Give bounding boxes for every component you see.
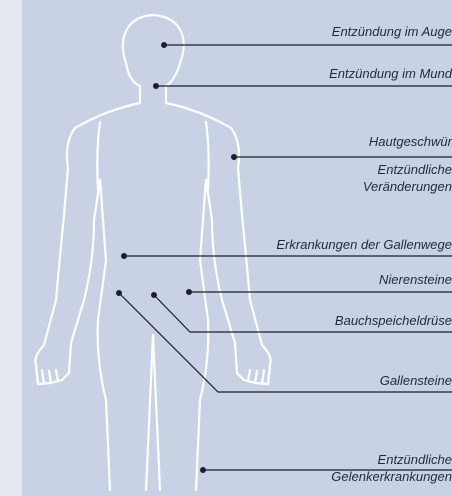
dot-joints xyxy=(200,467,206,473)
marker-dots xyxy=(116,42,237,473)
dot-eye xyxy=(161,42,167,48)
label-skin-ulcer: Hautgeschwür xyxy=(369,134,452,150)
label-kidney-stones: Nierensteine xyxy=(379,272,452,288)
label-joint-line1: Entzündliche xyxy=(331,451,452,468)
label-bile-duct-disease: Erkrankungen der Gallenwege xyxy=(276,237,452,253)
label-mouth-inflammation: Entzündung im Mund xyxy=(329,66,452,82)
dot-gallstones xyxy=(116,290,122,296)
label-inflammatory-changes: Entzündliche Veränderungen xyxy=(363,161,452,195)
label-inflammatory-line2: Veränderungen xyxy=(363,178,452,195)
dot-mouth xyxy=(153,83,159,89)
label-inflammatory-line1: Entzündliche xyxy=(363,161,452,178)
label-eye-inflammation: Entzündung im Auge xyxy=(332,24,452,40)
dot-skin xyxy=(231,154,237,160)
dot-pancreas xyxy=(151,292,157,298)
label-inflammatory-joint-disease: Entzündliche Gelenkerkrankungen xyxy=(331,451,452,485)
dot-bile-ducts xyxy=(121,253,127,259)
leader-lines xyxy=(119,45,452,470)
dot-kidney-stones xyxy=(186,289,192,295)
label-gallstones: Gallensteine xyxy=(380,373,452,389)
label-joint-line2: Gelenkerkrankungen xyxy=(331,468,452,485)
label-pancreas: Bauchspeicheldrüse xyxy=(335,313,452,329)
